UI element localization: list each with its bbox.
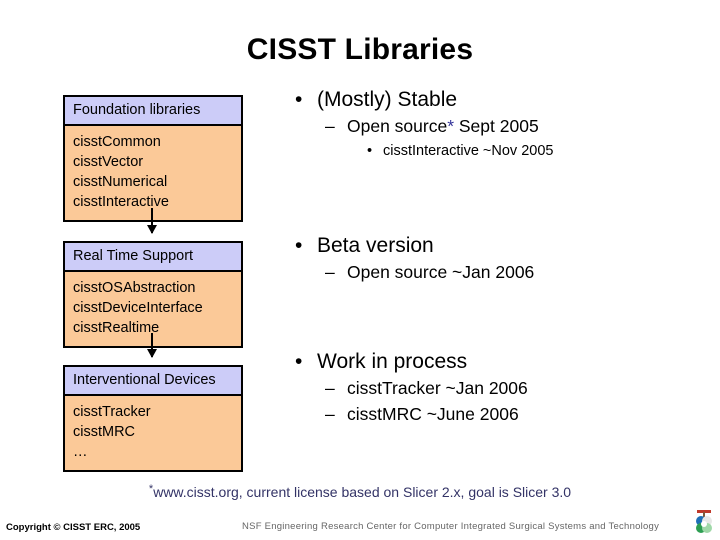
bullet-sub-text: cisstTracker ~Jan 2006 xyxy=(347,378,528,398)
list-item: cisstRealtime xyxy=(73,320,160,336)
bullet-sub-text: Open source ~Jan 2006 xyxy=(347,262,535,282)
bullet-dot-icon: • xyxy=(295,350,303,373)
bullet-dash-icon: – xyxy=(325,116,335,136)
bullet-heading-text: Work in process xyxy=(317,350,468,373)
footnote-star-marker: * xyxy=(447,116,455,136)
real-time-support-header: Real Time Support xyxy=(65,243,241,272)
bullet-sub-text: Open source xyxy=(347,116,448,136)
foundation-libraries-body: cisstCommon cisstVector cisstNumerical c… xyxy=(65,126,241,220)
footnote-text: www.cisst.org, current license based on … xyxy=(153,484,572,500)
bullet-heading-work-in-process: • Work in process xyxy=(285,348,705,375)
bullet-sub-cisstmrc: –cisstMRC ~June 2006 xyxy=(285,401,705,427)
bullet-dot-icon: • xyxy=(367,143,373,159)
list-item: cisstOSAbstraction xyxy=(73,280,196,296)
bullet-sub-text-tail: Sept 2005 xyxy=(454,116,539,136)
bullet-dash-icon: – xyxy=(325,378,335,398)
bullet-heading-text: Beta version xyxy=(317,234,434,257)
bullet-subsub-text: cisstInteractive ~Nov 2005 xyxy=(383,143,554,159)
page-title: CISST Libraries xyxy=(246,33,474,66)
real-time-support-body: cisstOSAbstraction cisstDeviceInterface … xyxy=(65,272,241,346)
arrow-connector-icon xyxy=(147,208,157,234)
bullet-group-work-in-process: • Work in process –cisstTracker ~Jan 2006… xyxy=(285,348,705,427)
foundation-libraries-box[interactable]: Foundation libraries cisstCommon cisstVe… xyxy=(63,95,243,222)
bullet-dot-icon: • xyxy=(295,88,303,111)
bullet-dash-icon: – xyxy=(325,404,335,424)
bullet-heading-stable: • (Mostly) Stable xyxy=(285,86,705,113)
list-item: cisstInteractive xyxy=(73,194,169,210)
cisst-erc-logo xyxy=(694,509,714,535)
bullet-subsub-cisstinteractive: • cisstInteractive ~Nov 2005 xyxy=(285,139,705,163)
arrowhead-icon xyxy=(147,349,157,358)
footnote: *www.cisst.org, current license based on… xyxy=(0,480,720,501)
interventional-devices-body: cisstTracker cisstMRC … xyxy=(65,396,241,470)
list-item: cisstMRC xyxy=(73,424,136,440)
bullet-group-beta: • Beta version –Open source ~Jan 2006 xyxy=(285,232,705,285)
bullet-sub-cissttracker: –cisstTracker ~Jan 2006 xyxy=(285,375,705,401)
bullet-dot-icon: • xyxy=(295,234,303,257)
list-item: cisstTracker xyxy=(73,404,151,420)
arrowhead-icon xyxy=(147,225,157,234)
interventional-devices-header: Interventional Devices xyxy=(65,367,241,396)
bullet-heading-text: (Mostly) Stable xyxy=(317,88,458,111)
footnote-star-icon: * xyxy=(148,483,154,495)
bullet-dash-icon: – xyxy=(325,262,335,282)
copyright-text: Copyright © CISST ERC, 2005 xyxy=(6,522,141,533)
arrow-connector-icon xyxy=(147,333,157,358)
list-item: cisstDeviceInterface xyxy=(73,300,203,316)
bullet-sub-open-source-2006: –Open source ~Jan 2006 xyxy=(285,259,705,285)
bullet-heading-beta: • Beta version xyxy=(285,232,705,259)
real-time-support-box[interactable]: Real Time Support cisstOSAbstraction cis… xyxy=(63,241,243,348)
bullet-sub-text: cisstMRC ~June 2006 xyxy=(347,404,519,424)
bullet-sub-open-source-2005: –Open source* Sept 2005 xyxy=(285,113,705,139)
list-item: … xyxy=(73,444,88,460)
list-item: cisstVector xyxy=(73,154,144,170)
erc-center-name: NSF Engineering Research Center for Comp… xyxy=(242,521,660,532)
bullet-group-stable: • (Mostly) Stable –Open source* Sept 2005… xyxy=(285,86,705,163)
list-item: cisstCommon xyxy=(73,134,161,150)
interventional-devices-box[interactable]: Interventional Devices cisstTracker ciss… xyxy=(63,365,243,472)
list-item: cisstNumerical xyxy=(73,174,168,190)
foundation-libraries-header: Foundation libraries xyxy=(65,97,241,126)
